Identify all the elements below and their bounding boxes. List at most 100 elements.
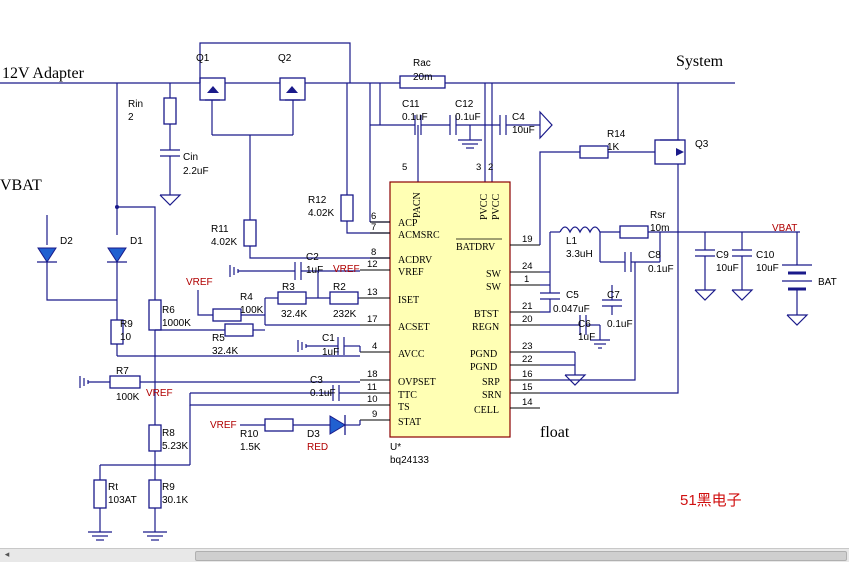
svg-text:32.4K: 32.4K [281,309,307,320]
svg-text:0.047uF: 0.047uF [553,304,590,315]
svg-text:C3: C3 [310,375,323,386]
svg-text:R2: R2 [333,282,346,293]
svg-text:1: 1 [524,274,529,285]
svg-text:11: 11 [367,382,377,393]
svg-text:VREF: VREF [186,277,213,288]
float-note: float [540,424,570,441]
svg-text:ACSET: ACSET [398,322,430,333]
r11-resistor: R11 4.02K [211,219,390,259]
horizontal-scrollbar[interactable]: ◂ [0,548,849,562]
svg-text:14: 14 [522,397,533,408]
svg-text:Q3: Q3 [695,139,709,150]
r9a-resistor: R9 10 [110,319,133,356]
svg-text:R12: R12 [308,195,327,206]
svg-text:0.1uF: 0.1uF [402,112,428,123]
svg-text:VBAT: VBAT [772,223,797,234]
svg-text:STAT: STAT [398,417,421,428]
svg-text:R3: R3 [282,282,295,293]
r3-r2-chain: R3 32.4K R2 232K [265,271,360,320]
svg-text:5: 5 [402,162,407,173]
c5-c6-c7: C5 0.047uF C6 1uF C7 0.1uF [540,232,679,394]
svg-text:0.1uF: 0.1uF [648,264,674,275]
svg-text:C4: C4 [512,112,525,123]
svg-text:R14: R14 [607,129,626,140]
svg-text:ISET: ISET [398,295,419,306]
svg-text:20: 20 [522,314,533,325]
svg-text:AVCC: AVCC [398,349,425,360]
svg-text:1uF: 1uF [306,265,323,276]
top-pins: 5 PACN 3 PVCC 2 PVCC [402,162,502,220]
svg-text:VREF: VREF [333,264,360,275]
svg-text:R10: R10 [240,429,259,440]
input-caps: C11 0.1uF C12 0.1uF C4 10uF [370,83,553,182]
q2-ref: Q2 [278,53,292,64]
svg-text:Rin: Rin [128,99,143,110]
q3-network: R14 1K Q3 [539,83,709,245]
scroll-left-arrow-icon[interactable]: ◂ [4,550,10,560]
svg-text:C8: C8 [648,250,661,261]
scrollbar-thumb[interactable] [195,551,847,561]
r7-network: R7 100K VREF [79,366,360,403]
chip-ref: U* [390,442,401,453]
svg-text:REGN: REGN [472,322,499,333]
svg-text:PVCC: PVCC [479,194,490,220]
svg-text:ACP: ACP [398,218,418,229]
r12-resistor: R12 4.02K [308,83,390,234]
svg-text:R11: R11 [211,224,229,235]
svg-text:3.3uH: 3.3uH [566,249,593,260]
r8-network: R8 5.23K [100,393,360,466]
svg-text:C7: C7 [607,290,620,301]
r10-d3: VREF R10 1.5K D3 RED [210,415,361,453]
svg-text:1K: 1K [607,142,620,153]
c2-network: C2 1uF VREF [229,252,360,280]
svg-text:15: 15 [522,382,533,393]
bq24133-chip: U* bq24133 6 ACP 7 ACMSRC 8 ACDRV 12 VRE… [360,162,540,466]
svg-text:30.1K: 30.1K [162,495,188,506]
svg-text:VREF: VREF [210,420,237,431]
svg-text:D3: D3 [307,429,320,440]
svg-text:ACDRV: ACDRV [398,255,433,266]
svg-text:R9: R9 [120,319,133,330]
svg-text:18: 18 [367,369,378,380]
svg-text:21: 21 [522,301,533,312]
svg-text:SW: SW [486,269,502,280]
schematic-canvas: 12V Adapter System VBAT Q1 Q2 Rac 20m Ri… [0,42,837,541]
right-pins: 19 BATDRV 24 SW 1 SW 21 BTST 20 REGN 23 … [456,234,540,416]
svg-text:C5: C5 [566,290,579,301]
svg-text:4.02K: 4.02K [308,208,334,219]
svg-text:R7: R7 [116,366,129,377]
svg-text:232K: 232K [333,309,357,320]
c1-network: C1 1uF [117,333,361,358]
svg-text:BATDRV: BATDRV [456,242,496,253]
svg-text:BAT: BAT [818,277,837,288]
svg-text:10m: 10m [650,223,669,234]
output-caps-battery: C9 10uF C10 10uF BAT [694,232,837,326]
svg-text:2: 2 [128,112,134,123]
svg-text:D2: D2 [60,236,73,247]
svg-text:Rsr: Rsr [650,210,666,221]
svg-text:10: 10 [120,332,132,343]
svg-text:Cin: Cin [183,152,198,163]
svg-text:C10: C10 [756,250,775,261]
adapter-label: 12V Adapter [2,65,85,82]
svg-text:VREF: VREF [398,267,424,278]
svg-text:10uF: 10uF [716,263,739,274]
svg-text:TS: TS [398,402,410,413]
svg-text:ACMSRC: ACMSRC [398,230,440,241]
svg-text:C9: C9 [716,250,729,261]
chip-part: bq24133 [390,455,429,466]
svg-text:10: 10 [367,394,378,405]
q1-ref: Q1 [196,53,210,64]
d2-diode: D2 [37,215,117,301]
svg-text:103AT: 103AT [108,495,137,506]
svg-text:100K: 100K [116,392,140,403]
svg-text:4: 4 [372,341,377,352]
svg-text:19: 19 [522,234,533,245]
svg-text:9: 9 [372,409,377,420]
svg-text:32.4K: 32.4K [212,346,238,357]
svg-text:PACN: PACN [412,192,423,218]
svg-text:C1: C1 [322,333,335,344]
svg-text:1uF: 1uF [578,332,595,343]
svg-text:D1: D1 [130,236,143,247]
svg-text:VREF: VREF [146,388,173,399]
